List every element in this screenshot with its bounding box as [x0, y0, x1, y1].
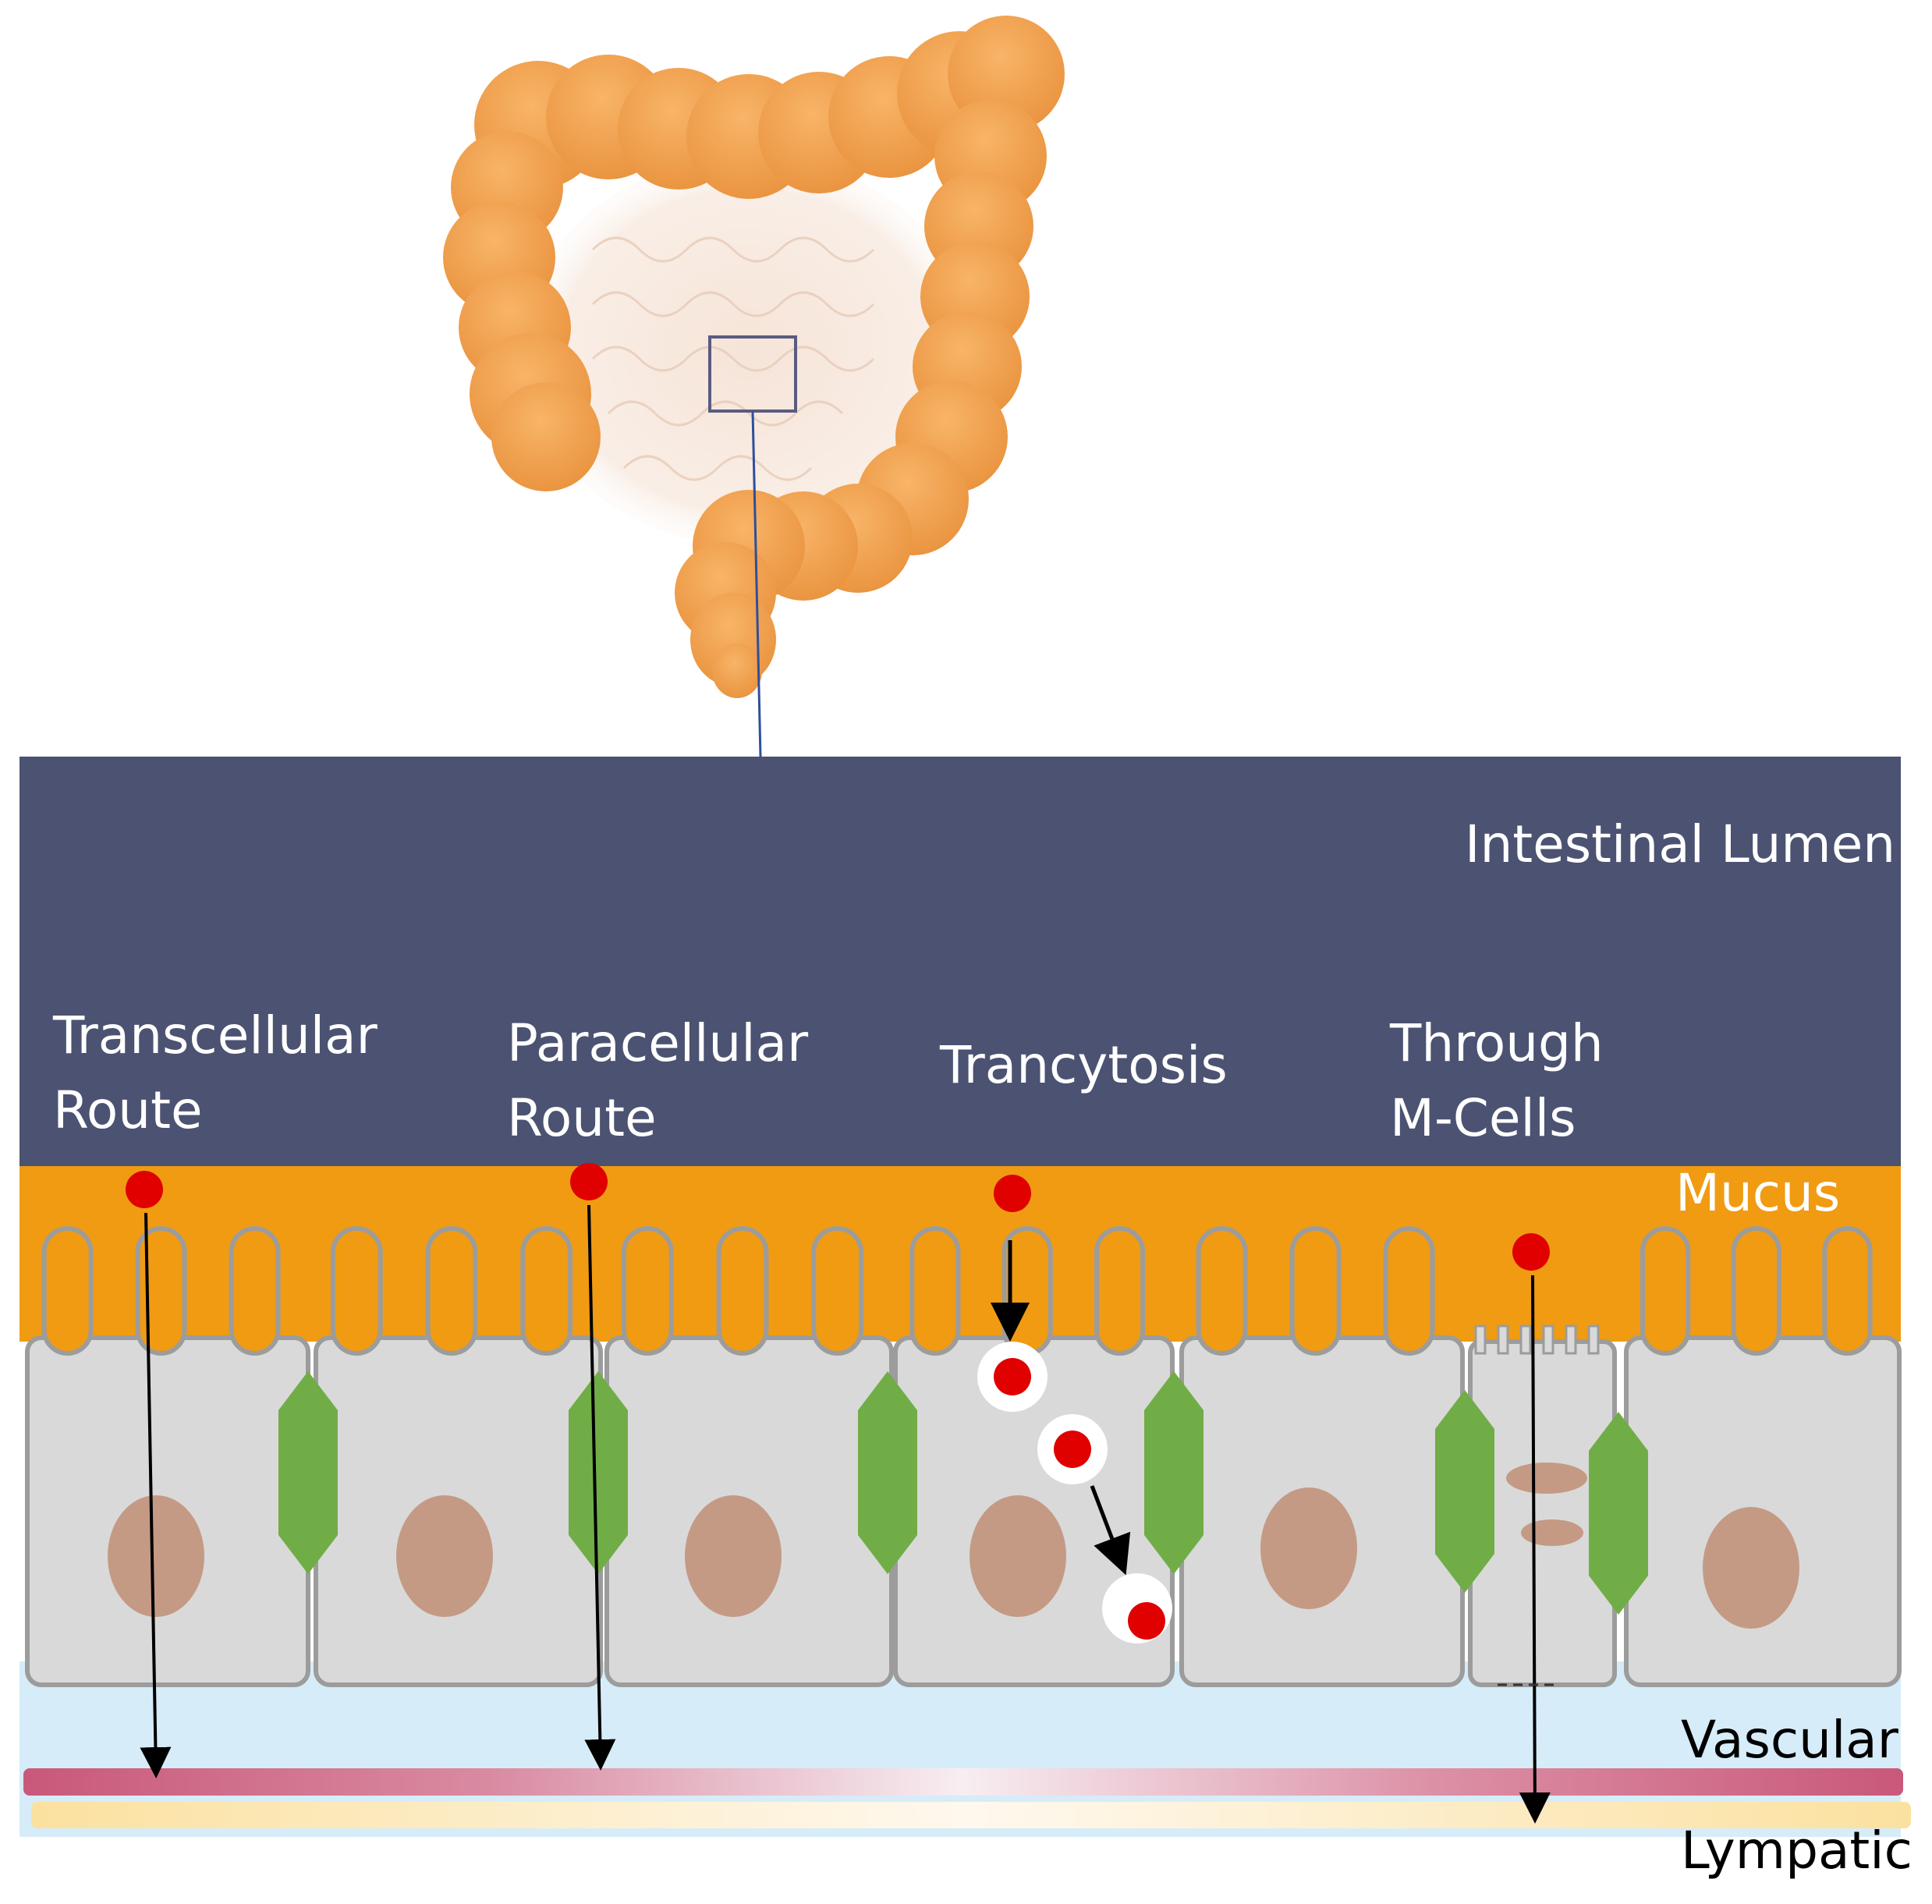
zoom-connector-line — [751, 410, 762, 757]
m-cell-particle — [1512, 1233, 1550, 1271]
tight-junction — [1589, 1412, 1648, 1615]
nucleus — [685, 1495, 782, 1617]
vesicle-1-particle — [994, 1358, 1031, 1395]
microvillus — [1289, 1226, 1342, 1356]
microvillus — [330, 1226, 383, 1356]
m-cell-nucleus-1 — [1506, 1463, 1587, 1494]
lumen-label: Intestinal Lumen — [1465, 814, 1896, 874]
tight-junction — [278, 1371, 338, 1574]
m-cell-nucleus-2 — [1521, 1519, 1583, 1546]
paracellular-particle — [570, 1163, 608, 1200]
vascular-vessel — [23, 1768, 1903, 1796]
tight-junction — [1435, 1390, 1494, 1593]
microvillus — [520, 1226, 573, 1356]
microvillus — [1822, 1226, 1873, 1356]
m-cell-microfold — [1519, 1324, 1532, 1355]
colon-illustration — [443, 16, 1065, 757]
nucleus — [1260, 1487, 1357, 1609]
transcellular-route-label-1: Transcellular — [53, 1005, 378, 1065]
microvillus — [425, 1226, 478, 1356]
mucus-label: Mucus — [1675, 1163, 1841, 1223]
m-cell-microfold — [1542, 1324, 1554, 1355]
m-cells-label-1: Through — [1390, 1013, 1604, 1073]
transcytosis-label: Trancytosis — [940, 1035, 1228, 1095]
microvillus — [1731, 1226, 1782, 1356]
m-cells-label-2: M-Cells — [1390, 1088, 1576, 1148]
nucleus — [970, 1495, 1066, 1617]
transcellular-arrow — [140, 1212, 172, 1778]
small-intestine-area — [523, 156, 975, 546]
nucleus — [396, 1495, 493, 1617]
transport-routes — [126, 1163, 1560, 1824]
microvillus — [811, 1226, 864, 1356]
intestinal-lumen-panel — [19, 757, 1901, 1170]
microvillus — [1196, 1226, 1248, 1356]
microvillus — [1094, 1226, 1146, 1356]
paracellular-route-label-2: Route — [507, 1088, 657, 1148]
paracellular-route-label-1: Paracellular — [507, 1013, 809, 1073]
transcytosis-particle — [994, 1175, 1031, 1212]
vesicle-2-particle — [1054, 1431, 1091, 1468]
transcellular-route-label-2: Route — [53, 1080, 203, 1140]
transcytosis-exit-arrow — [1090, 1485, 1131, 1576]
vascular-label: Vascular — [1681, 1710, 1898, 1770]
microvillus — [41, 1226, 94, 1356]
nucleus — [108, 1495, 204, 1617]
colon-body — [443, 16, 1065, 698]
lymphatic-label: Lympatic — [1681, 1821, 1913, 1881]
m-cell-arrow — [1519, 1275, 1551, 1824]
microvillus — [135, 1226, 187, 1356]
microvillus — [621, 1226, 674, 1356]
m-cell-microfold — [1497, 1324, 1509, 1355]
epithelial-cell-layer — [25, 1226, 1902, 1687]
microvillus — [716, 1226, 769, 1356]
m-cell-microfold — [1474, 1324, 1487, 1355]
tight-junction — [569, 1371, 628, 1574]
tight-junction — [1144, 1371, 1204, 1574]
small-intestine-texture — [591, 236, 875, 481]
tight-junction — [858, 1371, 917, 1574]
transcellular-particle — [126, 1171, 163, 1208]
lymphatic-vessel — [31, 1802, 1911, 1828]
vesicle-3-particle — [1128, 1602, 1165, 1640]
microvillus — [909, 1226, 961, 1356]
microvillus — [229, 1226, 281, 1356]
paracellular-arrow — [584, 1204, 616, 1771]
microvillus — [1383, 1226, 1435, 1356]
m-cell-microfold — [1565, 1324, 1577, 1355]
microvillus — [1640, 1226, 1691, 1356]
nucleus — [1703, 1507, 1799, 1629]
m-cell-microfold — [1587, 1324, 1600, 1355]
